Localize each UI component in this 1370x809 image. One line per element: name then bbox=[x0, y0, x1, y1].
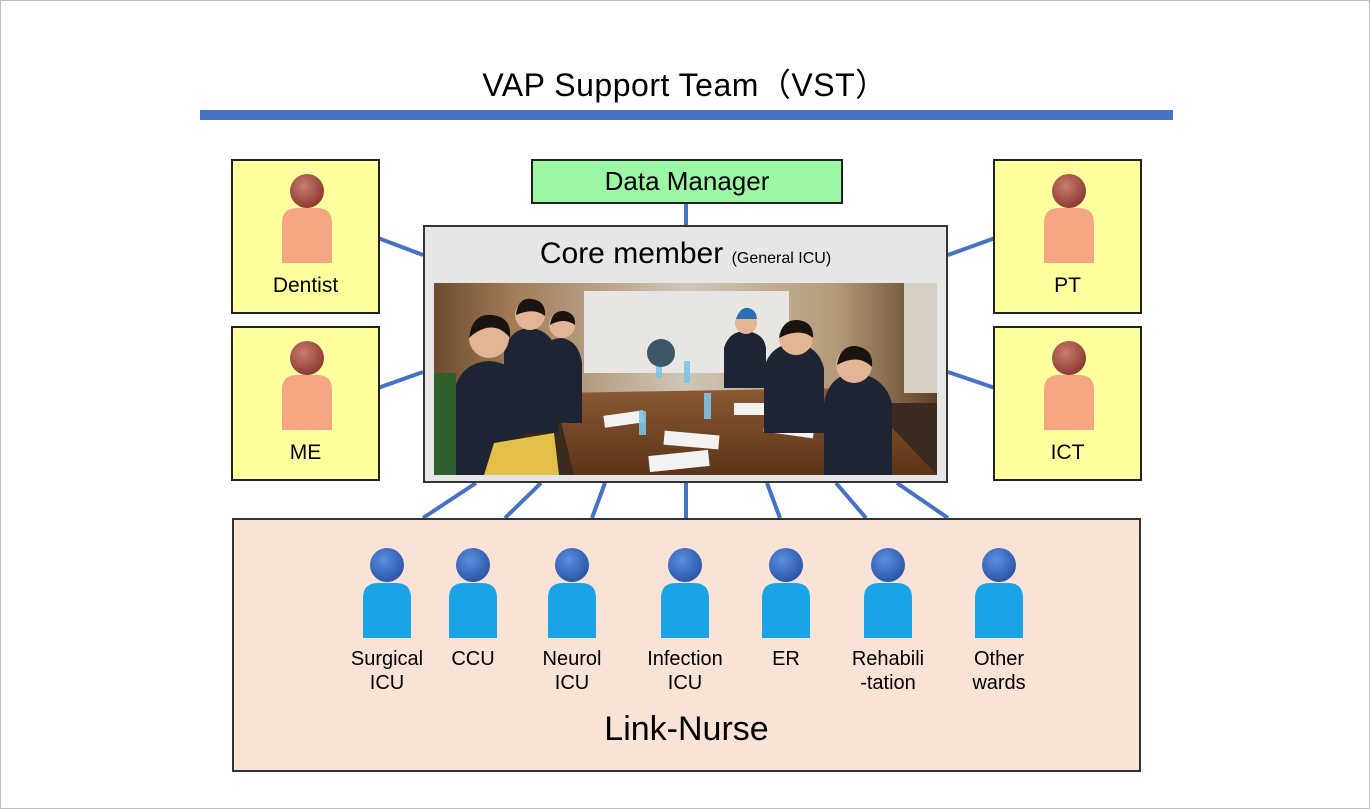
team-meeting-photo bbox=[434, 283, 937, 475]
role-label-me: ME bbox=[289, 441, 322, 464]
nurse-unit-label-line1: Rehabili bbox=[851, 648, 925, 670]
nurse-unit-label-line1: CCU bbox=[451, 648, 495, 670]
person-icon bbox=[282, 341, 332, 430]
link-nurse-title: Link-Nurse bbox=[604, 710, 769, 748]
nurse-unit-label-line2: ICU bbox=[667, 672, 703, 694]
nurse-unit: CCU bbox=[418, 546, 528, 671]
person-icon bbox=[282, 174, 332, 263]
nurse-unit-label-line1: Surgical bbox=[350, 648, 424, 670]
role-box-me: ME bbox=[231, 326, 380, 481]
nurse-unit-label-line2: ICU bbox=[554, 672, 590, 694]
nurse-unit-label-line2: -tation bbox=[860, 672, 916, 694]
role-box-ict: ICT bbox=[993, 326, 1142, 481]
nurse-person-icon bbox=[864, 548, 912, 638]
nurse-person-icon bbox=[548, 548, 596, 638]
role-box-pt: PT bbox=[993, 159, 1142, 314]
nurse-person-icon bbox=[762, 548, 810, 638]
nurse-person-icon bbox=[661, 548, 709, 638]
nurse-person-icon bbox=[449, 548, 497, 638]
nurse-unit: Rehabili-tation bbox=[833, 546, 943, 695]
nurse-unit-label-line1: Neurol bbox=[542, 648, 602, 670]
role-box-dentist: Dentist bbox=[231, 159, 380, 314]
page-title: VAP Support Team（VST） bbox=[482, 67, 888, 103]
nurse-unit-label-line1: ER bbox=[772, 648, 800, 670]
data-manager-box: Data Manager bbox=[531, 159, 843, 204]
title-underline bbox=[200, 110, 1173, 120]
role-label-pt: PT bbox=[1054, 274, 1081, 297]
person-icon bbox=[1044, 174, 1094, 263]
nurse-unit-label-line2: wards bbox=[972, 672, 1026, 694]
nurse-person-icon bbox=[975, 548, 1023, 638]
core-member-box: Core member (General ICU) bbox=[423, 225, 948, 483]
role-label-ict: ICT bbox=[1050, 441, 1085, 464]
nurse-unit-label-line2: ICU bbox=[369, 672, 405, 694]
core-member-heading: Core member (General ICU) bbox=[425, 237, 946, 271]
nurse-unit: ER bbox=[731, 546, 841, 671]
nurse-unit-label-line1: Infection bbox=[647, 648, 723, 670]
nurse-unit-label-line1: Other bbox=[973, 648, 1025, 670]
nurse-person-icon bbox=[363, 548, 411, 638]
core-member-title: Core member bbox=[539, 237, 724, 270]
role-label-dentist: Dentist bbox=[272, 274, 339, 297]
person-icon bbox=[1044, 341, 1094, 430]
core-member-subtitle: (General ICU) bbox=[731, 250, 832, 267]
